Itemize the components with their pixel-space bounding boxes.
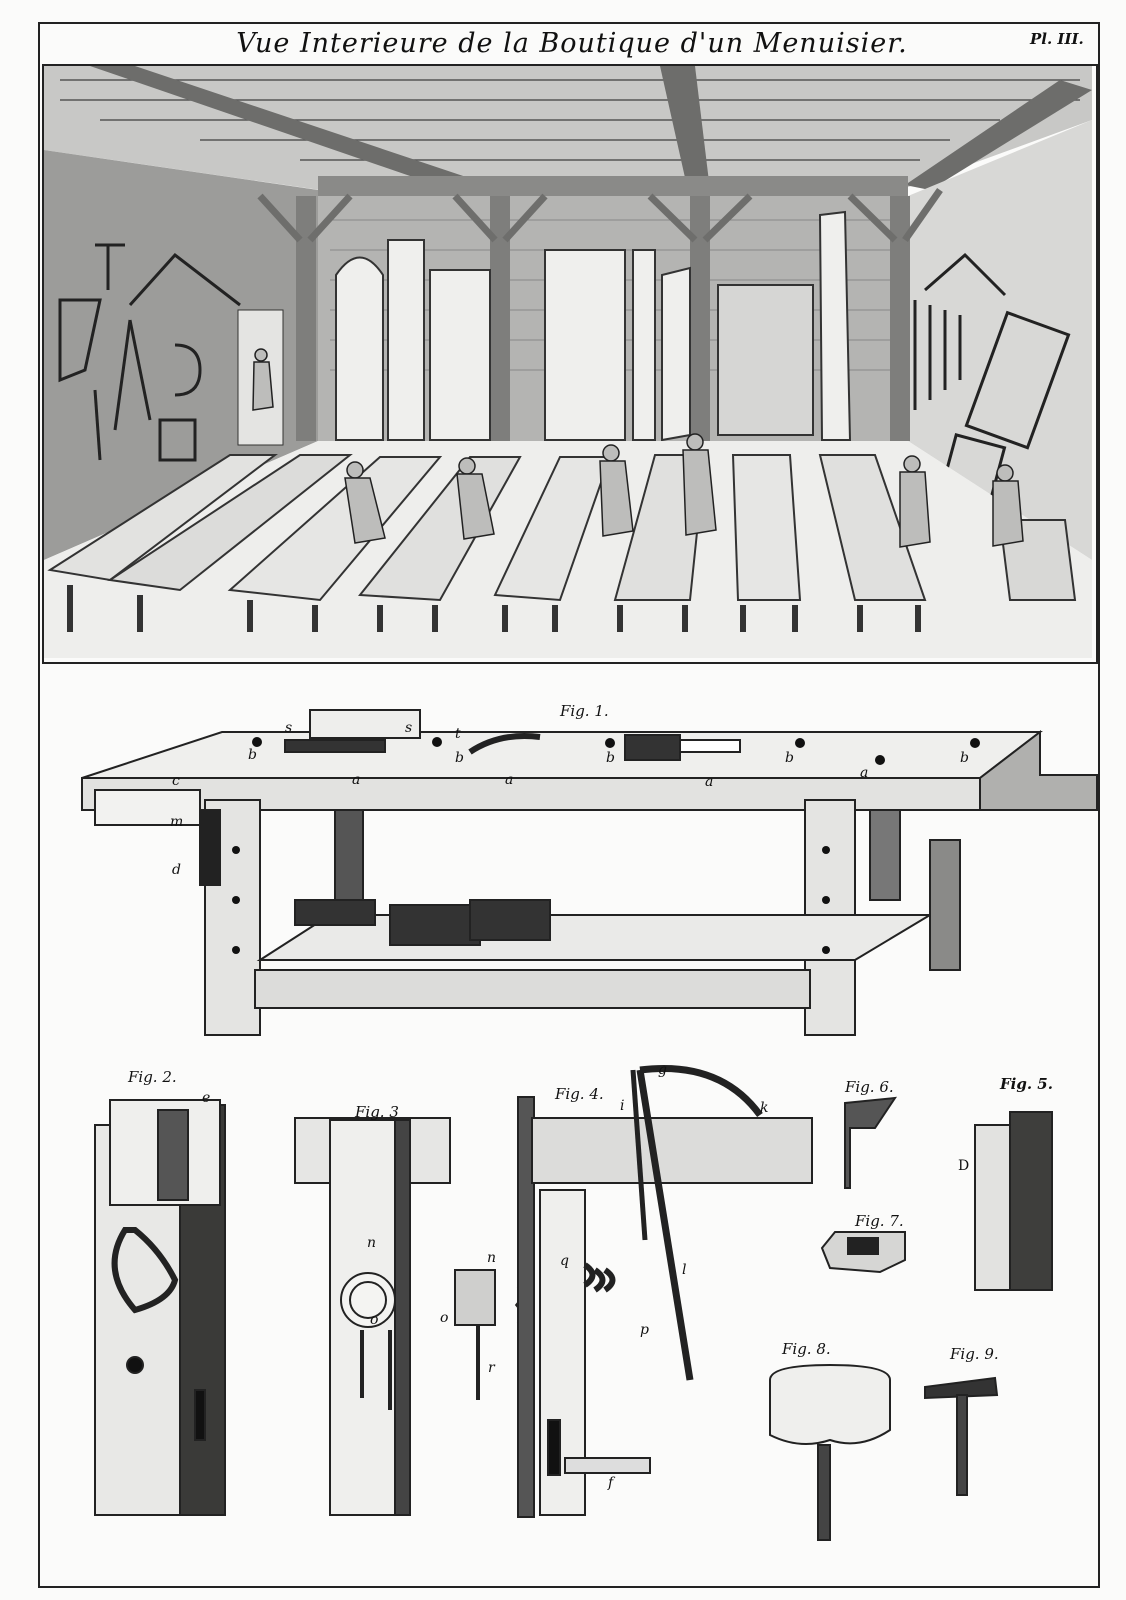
fig8-mallet [769,1363,891,1541]
ceiling [44,66,1092,190]
letter-s-1: s [285,720,293,736]
letter-g: g [658,1062,667,1078]
letter-b-4: b [785,750,794,766]
plate-title: Vue Interieure de la Boutique d'un Menui… [236,28,908,59]
letter-q: q [560,1253,569,1269]
plate-number: Pl. III. [1030,30,1084,48]
right-wall [908,120,1092,560]
fig5-label: Fig. 5. [1000,1075,1053,1093]
bench-legs [67,585,921,632]
plate-outer-frame [38,22,1100,1588]
letter-f: f [608,1475,614,1491]
fig1-label: Fig. 1. [560,702,609,720]
letter-D: D [958,1158,970,1174]
ceiling-beam-right [905,80,1092,190]
workshop-view-frame [42,64,1098,664]
letter-c: c [172,773,180,789]
wall-tools [58,243,241,462]
fig2-label: Fig. 2. [128,1068,177,1086]
letter-o-1: o [370,1312,379,1328]
letter-a-2: a [505,772,514,788]
fig3-vice [294,1117,528,1516]
fig2-bench-post [94,1099,226,1516]
fig3-label: Fig. 3 [355,1103,399,1121]
letter-k: k [760,1100,769,1116]
letter-o-2: o [440,1310,449,1326]
fig7-label: Fig. 7. [855,1212,904,1230]
letter-a-3: a [705,774,714,790]
letter-i: i [620,1098,625,1114]
letter-s-2: s [405,720,413,736]
fig5-block [974,1111,1053,1291]
letter-b-5: b [960,750,969,766]
fig7-socket [820,1231,906,1274]
fig9-label: Fig. 9. [950,1345,999,1363]
cross-beam [318,176,908,196]
workbenches [47,454,1077,602]
letter-b-2: b [455,750,464,766]
letter-b-1: b [248,747,257,763]
ceiling-beam-left [90,66,505,200]
fig6-holdfast [844,1096,898,1189]
door-panels [335,210,852,442]
letter-e: e [202,1090,211,1106]
letter-t: t [455,726,461,742]
letter-a-1: a [352,772,361,788]
workers [252,348,1024,548]
letter-n-1: n [367,1235,377,1251]
letter-a-4: a [860,765,869,781]
letter-l: l [682,1262,687,1278]
fig6-label: Fig. 6. [845,1078,894,1096]
fig8-label: Fig. 8. [782,1340,831,1358]
fig9-hammer [924,1376,999,1496]
fig4-label: Fig. 4. [555,1085,604,1103]
letter-p: p [640,1322,649,1338]
fig4-bench-section [517,1064,813,1518]
letter-d: d [172,862,181,878]
letter-r: r [488,1360,495,1376]
letter-m: m [170,814,184,830]
fig1-workbench [81,709,1098,1036]
ceiling-beam-center [660,66,710,200]
letter-b-3: b [606,750,615,766]
letter-n-2: n [487,1250,497,1266]
